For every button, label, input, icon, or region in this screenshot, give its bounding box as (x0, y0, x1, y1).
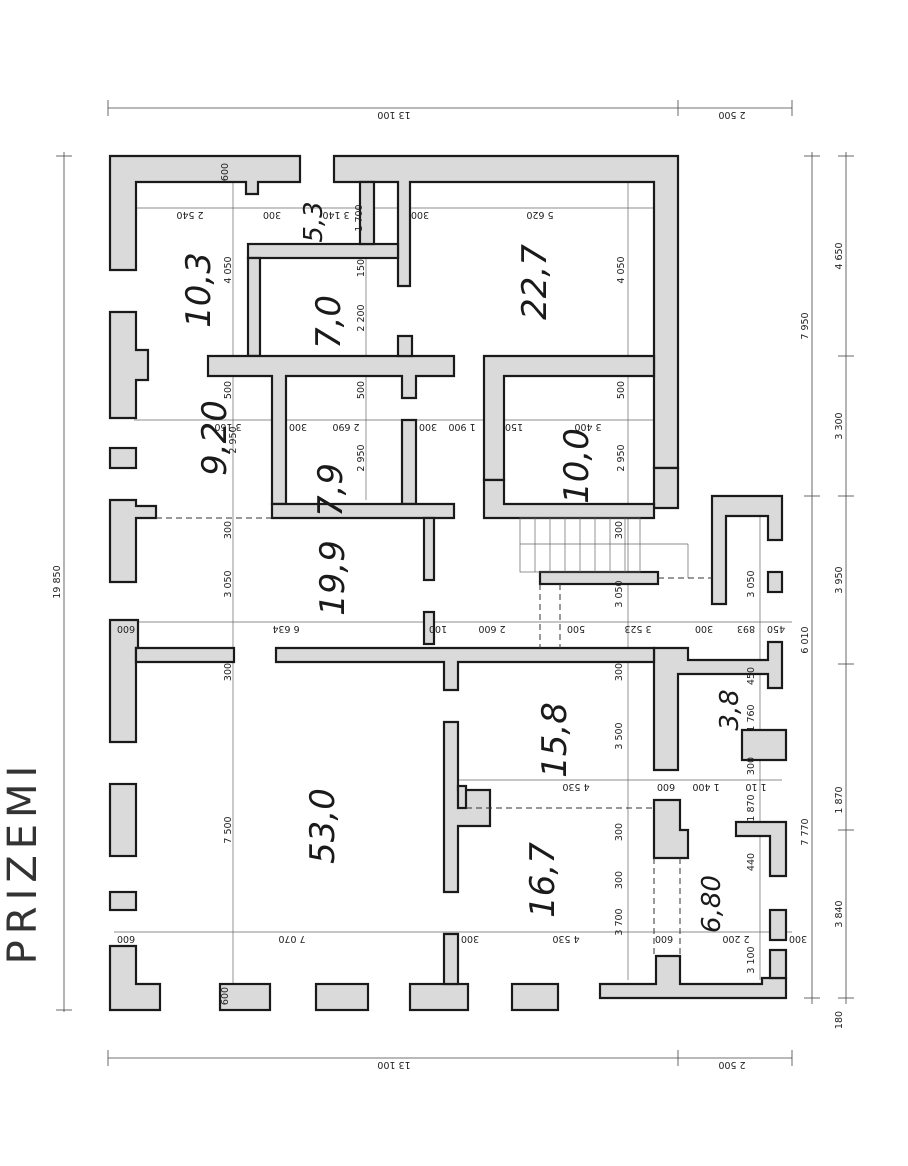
dim-interior: 1 900 (448, 421, 475, 432)
dim-interior: 2 540 (176, 209, 203, 220)
dashed-lines (156, 517, 712, 956)
dim-interior: 300 (223, 521, 234, 539)
dim-interior: 4 530 (562, 781, 589, 792)
dim-right: 6 010 (800, 626, 811, 653)
dim-bottom-total: 13 100 (377, 1059, 410, 1070)
dim-interior: 3 100 (746, 946, 757, 973)
dim-interior: 300 (614, 823, 625, 841)
dim-interior: 300 (789, 933, 807, 944)
dim-interior: 300 (461, 933, 479, 944)
dim-interior: 2 950 (356, 444, 367, 471)
dim-interior: 4 050 (223, 256, 234, 283)
dim-interior: 100 (429, 623, 447, 634)
dim-interior: 3 050 (223, 570, 234, 597)
dim-right: 7 950 (800, 312, 811, 339)
dim-interior: 2 690 (332, 421, 359, 432)
dim-interior: 150 (356, 259, 367, 277)
dim-interior: 600 (220, 163, 231, 181)
dim-bottom-right: 2 500 (718, 1059, 745, 1070)
exterior-walls (108, 154, 788, 1012)
dim-right: 1 870 (834, 786, 845, 813)
dim-interior: 500 (567, 623, 585, 634)
handwritten-title: PRIZEMI (0, 760, 46, 965)
room-area: 7,0 (309, 295, 349, 349)
room-area: 9,20 (195, 400, 235, 476)
dim-interior: 300 (411, 209, 429, 220)
dim-interior: 3 140 (322, 209, 349, 220)
dim-interior: 500 (223, 381, 234, 399)
dim-interior: 2 200 (356, 304, 367, 331)
dim-right: 3 300 (834, 412, 845, 439)
dim-interior: 600 (117, 623, 135, 634)
dimension-lines (56, 100, 854, 1066)
dim-interior: 3 050 (614, 580, 625, 607)
dim-interior: 3 523 (624, 623, 651, 634)
room-area: 3,8 (715, 689, 745, 730)
dim-interior: 2 200 (722, 933, 749, 944)
dim-interior: 300 (614, 871, 625, 889)
dim-interior: 1 700 (354, 204, 365, 231)
dim-interior: 6 634 (272, 623, 299, 634)
dim-interior: 300 (614, 663, 625, 681)
dim-interior: 893 (737, 623, 755, 634)
room-area: 7,9 (311, 463, 351, 517)
room-area: 15,8 (535, 702, 575, 778)
dim-interior: 450 (767, 623, 785, 634)
room-area: 16,7 (523, 842, 563, 918)
dim-top-right: 2 500 (718, 109, 745, 120)
room-area: 53,0 (303, 788, 343, 864)
dim-interior: 450 (746, 667, 757, 685)
dim-interior: 300 (263, 209, 281, 220)
dim-interior: 500 (356, 381, 367, 399)
dim-interior: 3 050 (746, 570, 757, 597)
room-area-labels: 10,3 5,3 7,0 22,7 9,20 7,9 10,0 19,9 15,… (179, 201, 745, 933)
room-area: 10,3 (179, 252, 219, 328)
dim-interior: 4 050 (616, 256, 627, 283)
dim-interior: 3 500 (614, 722, 625, 749)
room-area: 5,3 (299, 201, 329, 242)
dim-interior: 600 (657, 781, 675, 792)
dim-interior: 4 530 (552, 933, 579, 944)
dim-interior: 1 870 (746, 794, 757, 821)
dim-right: 180 (834, 1011, 845, 1029)
dim-interior: 2 600 (478, 623, 505, 634)
dim-interior: 600 (117, 933, 135, 944)
dim-interior: 1 400 (692, 781, 719, 792)
staircase (519, 517, 689, 578)
dim-right: 7 770 (800, 818, 811, 845)
dim-top-total: 13 100 (377, 109, 410, 120)
dim-interior: 300 (695, 623, 713, 634)
dim-right: 3 950 (834, 566, 845, 593)
dim-right: 3 840 (834, 900, 845, 927)
room-area: 6,80 (697, 875, 727, 933)
dim-interior: 2 950 (228, 426, 239, 453)
dim-interior: 3 400 (574, 421, 601, 432)
dim-interior: 300 (223, 663, 234, 681)
dim-interior: 300 (746, 757, 757, 775)
room-area: 10,0 (557, 428, 597, 504)
dim-interior: 2 950 (616, 444, 627, 471)
interior-walls (134, 180, 660, 986)
dim-interior: 500 (616, 381, 627, 399)
dim-interior: 600 (655, 933, 673, 944)
dim-interior: 150 (505, 421, 523, 432)
dim-interior: 7 500 (223, 816, 234, 843)
dim-interior: 5 620 (526, 209, 553, 220)
dimension-labels: 13 100 2 500 13 100 2 500 19 850 4 650 7… (52, 109, 845, 1070)
room-area: 19,9 (313, 540, 353, 616)
room-area: 22,7 (515, 244, 555, 320)
dim-interior: 300 (614, 521, 625, 539)
dim-interior: 3 700 (614, 908, 625, 935)
dim-interior: 300 (419, 421, 437, 432)
dim-interior: 1 10 (745, 781, 766, 792)
dim-interior: 3 160 (214, 421, 241, 432)
dim-interior: 600 (220, 987, 231, 1005)
dim-interior: 1 760 (746, 704, 757, 731)
dim-right: 4 650 (834, 242, 845, 269)
dim-interior: 300 (289, 421, 307, 432)
dim-interior: 440 (746, 853, 757, 871)
dim-left-total: 19 850 (52, 565, 63, 598)
dim-interior: 7 070 (278, 933, 305, 944)
